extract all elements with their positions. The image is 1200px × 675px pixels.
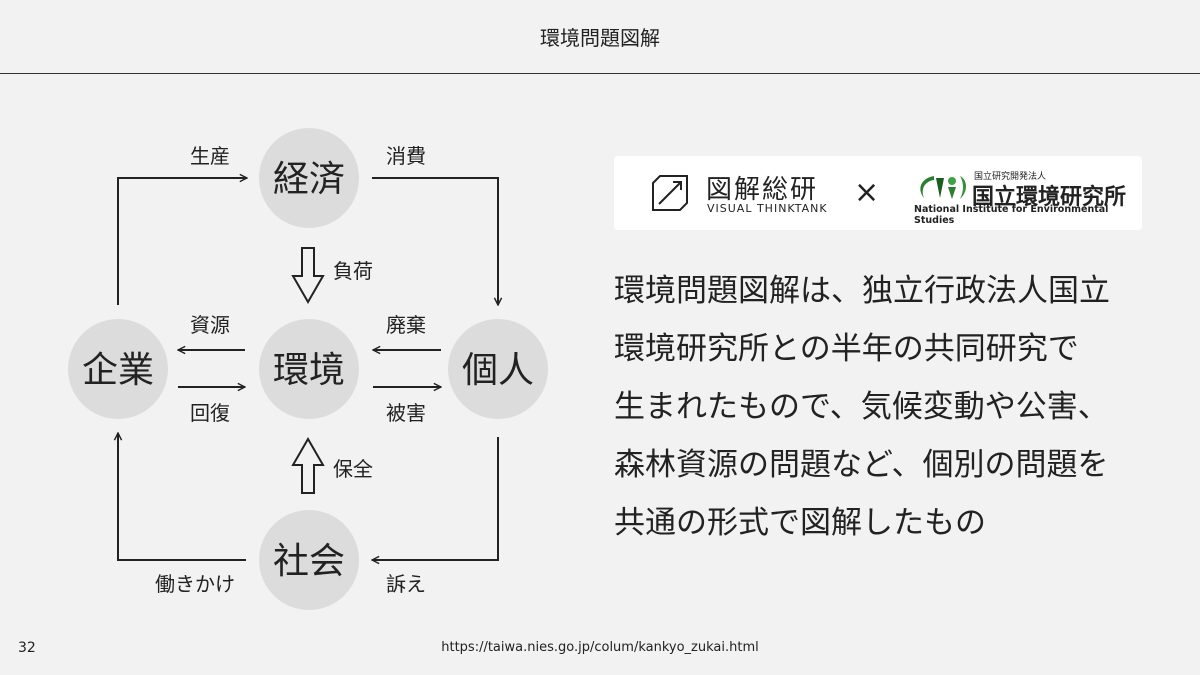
- page-title: 環境問題図解: [540, 26, 660, 50]
- logo2-org-type: 国立研究開発法人: [974, 172, 1047, 182]
- page-number: 32: [18, 640, 36, 656]
- label-influence: 働きかけ: [155, 572, 235, 596]
- description-line: 環境問題図解は、独立行政法人国立: [614, 273, 1110, 309]
- node-individual-label: 個人: [462, 350, 534, 391]
- description-text: 環境問題図解は、独立行政法人国立 環境研究所との半年の共同研究で 生まれたもので…: [614, 262, 1184, 552]
- node-society-label: 社会: [273, 541, 345, 582]
- nies-logo-icon: [920, 176, 966, 199]
- collaboration-mark: ×: [854, 175, 880, 210]
- node-company: 企業: [68, 319, 168, 419]
- label-appeal: 訴え: [386, 572, 426, 596]
- source-url: https://taiwa.nies.go.jp/colum/kankyo_zu…: [441, 640, 759, 655]
- label-conservation: 保全: [333, 457, 373, 481]
- node-environment-label: 環境: [273, 350, 345, 391]
- logo1-english-name: VISUAL THINKTANK: [707, 202, 828, 215]
- description-line: 共通の形式で図解したもの: [614, 505, 986, 541]
- arrow-company-to-economy: [117, 178, 247, 305]
- description-line: 環境研究所との半年の共同研究で: [614, 331, 1079, 367]
- label-damage: 被害: [386, 401, 426, 425]
- description-line: 生まれたもので、気候変動や公害、: [614, 389, 1109, 425]
- label-burden: 負荷: [333, 259, 373, 283]
- arrow-economy-to-individual: [372, 177, 498, 305]
- conservation-up-arrow-icon: [291, 436, 325, 494]
- environment-cycle-diagram: 経済 環境 企業 個人 社会 生産 消費 負荷 資源 廃棄 回復 被害 保全 働…: [68, 128, 548, 610]
- label-consumption: 消費: [386, 144, 426, 168]
- node-economy-label: 経済: [273, 159, 345, 200]
- partner-logos: 図解総研 VISUAL THINKTANK × 国立研究開発法人 国立環境研究所…: [614, 156, 1142, 230]
- label-recovery: 回復: [190, 401, 230, 425]
- node-economy: 経済: [259, 128, 359, 228]
- label-production: 生産: [190, 144, 230, 168]
- logo1-japanese-name: 図解総研: [706, 175, 819, 205]
- node-individual: 個人: [448, 319, 548, 419]
- logo2-japanese-name: 国立環境研究所: [972, 185, 1127, 210]
- node-society: 社会: [259, 510, 359, 610]
- label-resources: 資源: [190, 313, 230, 337]
- node-company-label: 企業: [82, 350, 154, 391]
- logo2-english-name: National Institute for Environmental Stu…: [914, 204, 1109, 226]
- arrow-society-to-company: [118, 433, 246, 561]
- header-divider: [0, 73, 1200, 74]
- burden-down-arrow-icon: [291, 247, 325, 305]
- visual-thinktank-logo-icon: [652, 175, 688, 211]
- description-line: 森林資源の問題など、個別の問題を: [614, 447, 1109, 483]
- label-disposal: 廃棄: [386, 313, 426, 337]
- node-environment: 環境: [259, 319, 359, 419]
- arrow-individual-to-society: [372, 437, 499, 560]
